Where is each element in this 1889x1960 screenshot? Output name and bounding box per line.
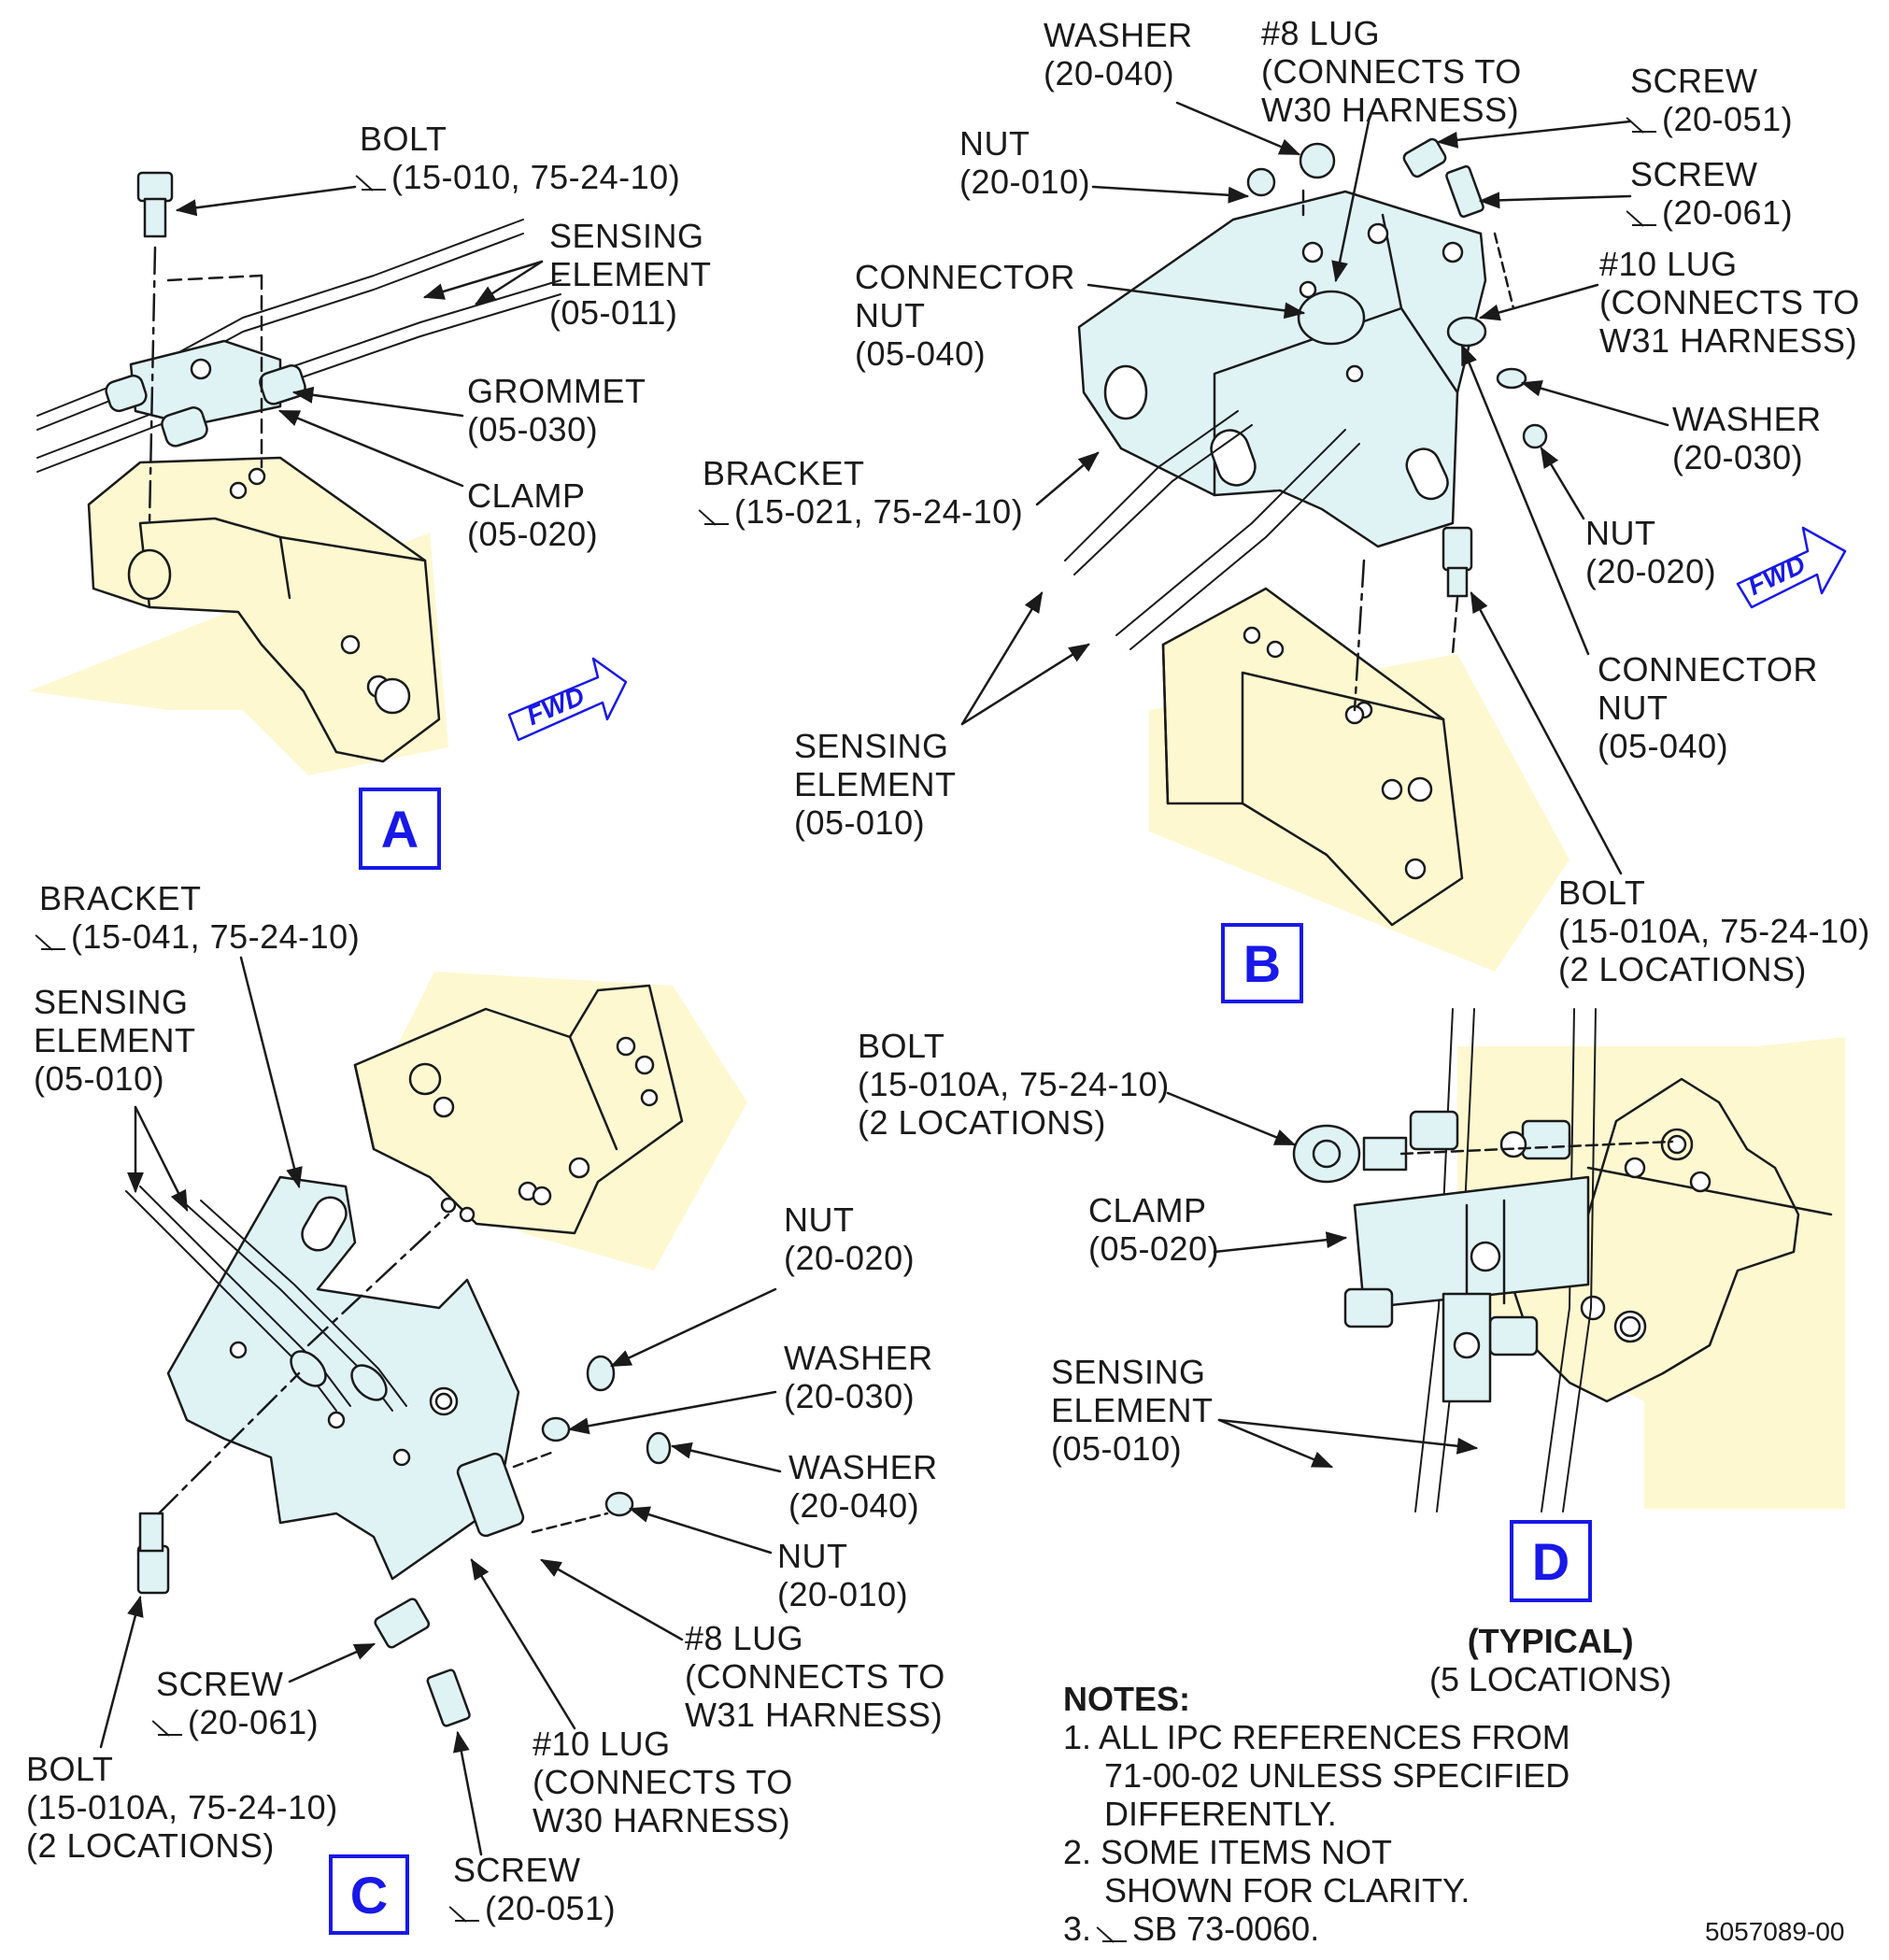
view-d-letter: D xyxy=(1510,1520,1592,1602)
view-d-typical-note: (TYPICAL) (5 LOCATIONS) xyxy=(1429,1622,1672,1698)
document-number: 5057089-00 xyxy=(1705,1917,1845,1946)
view-b-bolt xyxy=(1442,526,1473,572)
view-c-washer-2-label: WASHER (20-040) xyxy=(788,1448,938,1525)
view-c-lug8-label: #8 LUG (CONNECTS TO W31 HARNESS) xyxy=(685,1619,945,1734)
view-b-upper-bracket xyxy=(1077,190,1487,548)
revision-triangle-icon xyxy=(39,930,67,950)
view-d-bolt-label: BOLT (15-010A, 75-24-10) (2 LOCATIONS) xyxy=(858,1027,1170,1142)
view-b-lug10-label: #10 LUG (CONNECTS TO W31 HARNESS) xyxy=(1599,245,1860,360)
view-c-bracket-label: BRACKET (15-041, 75-24-10) xyxy=(39,879,361,956)
view-a-letter: A xyxy=(359,788,441,870)
view-c-nut-1-label: NUT (20-020) xyxy=(784,1200,916,1277)
view-c-washer-2 xyxy=(646,1431,672,1465)
revision-triangle-icon xyxy=(1630,206,1658,226)
view-b-art xyxy=(960,101,1847,972)
note-2-line-1: 2. SOME ITEMS NOT xyxy=(1063,1833,1393,1871)
note-3-text: SB 73-0060. xyxy=(1132,1910,1320,1948)
notes-title: NOTES: xyxy=(1063,1680,1191,1718)
view-a-fwd-arrow xyxy=(507,657,628,742)
view-a-sensing-tube-2 xyxy=(36,279,561,459)
view-d-sensing-element-label: SENSING ELEMENT (05-010) xyxy=(1051,1353,1214,1468)
view-b-screw-2-label: SCREW (20-061) xyxy=(1630,155,1794,232)
view-b-washer-1-label: WASHER (20-040) xyxy=(1044,16,1193,92)
view-d-sensing-tube-1 xyxy=(1414,1008,1454,1513)
view-b-screw-1-label: SCREW (20-051) xyxy=(1630,62,1794,138)
view-b-screw-1 xyxy=(1402,137,1447,178)
view-c-letter: C xyxy=(329,1854,409,1935)
revision-triangle-icon xyxy=(156,1715,184,1736)
view-b-connector-nut-1-label: CONNECTOR NUT (05-040) xyxy=(855,258,1075,373)
view-c-nut-2-label: NUT (20-010) xyxy=(777,1537,909,1613)
view-b-bolt-label: BOLT (15-010A, 75-24-10) (2 LOCATIONS) xyxy=(1558,873,1870,988)
note-3-number: 3. xyxy=(1063,1910,1092,1948)
view-d-art xyxy=(1166,1008,1845,1513)
view-b-sensing-tube-2 xyxy=(1115,429,1346,636)
view-a-art xyxy=(28,171,628,775)
note-3: 3. SB 73-0060. xyxy=(1063,1910,1570,1948)
view-b-sensing-tube-1 xyxy=(1064,410,1239,561)
view-b-screw-2 xyxy=(1445,164,1484,219)
revision-triangle-icon xyxy=(1630,112,1658,133)
view-b-letter: B xyxy=(1221,923,1303,1003)
view-a-sensing-tube-1 xyxy=(36,219,524,417)
view-a-bracket-hole xyxy=(127,548,172,601)
view-c-nut-2 xyxy=(604,1491,634,1517)
note-1-line-2: 71-00-02 UNLESS SPECIFIED xyxy=(1104,1756,1570,1795)
view-d-sensing-tube-2 xyxy=(1541,1008,1575,1513)
view-b-washer-2 xyxy=(1496,367,1527,390)
view-c-art xyxy=(99,956,782,1856)
revision-triangle-icon xyxy=(360,170,388,191)
view-c-screw-2-label: SCREW (20-051) xyxy=(453,1851,617,1927)
view-a-clamp-label: CLAMP (05-020) xyxy=(467,476,599,553)
view-c-nut-1 xyxy=(586,1355,616,1392)
view-c-washer-1 xyxy=(541,1416,571,1442)
view-d-clamp xyxy=(1353,1175,1590,1310)
view-c-bolt xyxy=(136,1544,170,1595)
view-b-connector-nut-1 xyxy=(1297,290,1366,346)
view-c-sensing-element-label: SENSING ELEMENT (05-010) xyxy=(34,983,196,1098)
view-d-clamp-label: CLAMP (05-020) xyxy=(1088,1191,1220,1268)
view-b-bracket-label: BRACKET (15-021, 75-24-10) xyxy=(703,454,1024,531)
view-c-screw-2 xyxy=(426,1669,471,1727)
view-a-sensing-element-label: SENSING ELEMENT (05-011) xyxy=(549,217,712,332)
view-b-nut-1-label: NUT (20-010) xyxy=(959,124,1091,201)
view-c-sensing-tube-1 xyxy=(125,1190,337,1412)
view-c-screw-1-label: SCREW (20-061) xyxy=(156,1665,320,1741)
view-b-washer-1 xyxy=(1299,142,1336,179)
view-a-bolt-head xyxy=(136,171,174,203)
revision-triangle-icon xyxy=(453,1901,481,1922)
view-b-nut-2 xyxy=(1522,423,1548,449)
view-b-nut-1 xyxy=(1246,167,1276,197)
view-c-upper-bracket xyxy=(353,984,684,1235)
view-c-bracket xyxy=(166,1175,520,1581)
note-1-line-1: 1. ALL IPC REFERENCES FROM xyxy=(1063,1718,1570,1756)
view-a-grommet-label: GROMMET (05-030) xyxy=(467,372,646,448)
view-b-connector-nut-2-label: CONNECTOR NUT (05-040) xyxy=(1598,650,1818,765)
view-b-washer-2-label: WASHER (20-030) xyxy=(1672,400,1822,476)
view-b-fwd-arrow xyxy=(1736,526,1847,609)
view-a-clamp xyxy=(129,339,282,427)
view-a-bolt-label: BOLT (15-010, 75-24-10) xyxy=(360,120,681,196)
view-c-bolt-label: BOLT (15-010A, 75-24-10) (2 LOCATIONS) xyxy=(26,1750,338,1865)
view-b-lug8-label: #8 LUG (CONNECTS TO W30 HARNESS) xyxy=(1261,14,1522,129)
note-1-line-3: DIFFERENTLY. xyxy=(1104,1795,1337,1833)
view-c-lug10-label: #10 LUG (CONNECTS TO W30 HARNESS) xyxy=(533,1725,793,1839)
view-b-nut-2-label: NUT (20-020) xyxy=(1585,514,1717,590)
revision-triangle-icon xyxy=(1101,1922,1129,1942)
view-c-washer-1-label: WASHER (20-030) xyxy=(784,1339,933,1415)
view-b-lower-bracket xyxy=(1161,587,1464,927)
note-2-line-2: SHOWN FOR CLARITY. xyxy=(1104,1871,1470,1910)
view-c-screw-1 xyxy=(374,1598,431,1649)
revision-triangle-icon xyxy=(703,504,731,525)
view-b-sensing-element-label: SENSING ELEMENT (05-010) xyxy=(794,727,957,842)
notes-block: NOTES: 1. ALL IPC REFERENCES FROM 71-00-… xyxy=(1063,1680,1570,1948)
